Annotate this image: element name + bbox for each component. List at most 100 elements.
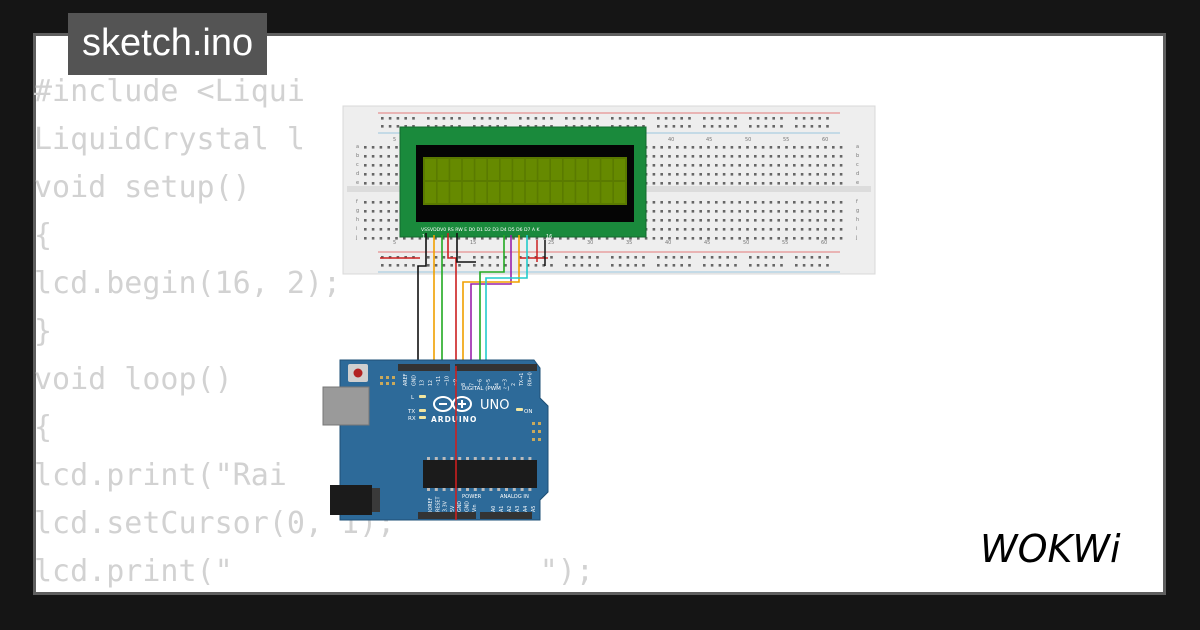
breadboard-hole	[730, 219, 734, 222]
breadboard-hole	[824, 210, 827, 213]
breadboard-hole	[364, 210, 367, 213]
lcd-pin-sixteen: 16	[546, 234, 552, 240]
breadboard-hole	[738, 210, 741, 213]
rail-hole	[664, 117, 668, 120]
breadboard-hole	[777, 173, 780, 176]
col-number: 25	[548, 240, 554, 246]
breadboard-hole	[777, 219, 780, 222]
breadboard-hole	[832, 228, 835, 231]
breadboard-hole	[800, 210, 804, 213]
chip-pin	[473, 457, 477, 460]
breadboard-hole	[590, 237, 593, 240]
breadboard-hole	[691, 237, 695, 240]
breadboard-hole	[395, 237, 398, 240]
analog-label: ANALOG IN	[500, 494, 529, 500]
breadboard-hole	[379, 146, 383, 149]
rail-hole	[458, 117, 461, 120]
rail-hole	[473, 264, 476, 267]
power-pin-label: Vin	[472, 504, 478, 512]
rail-hole	[642, 117, 645, 120]
rail-hole	[450, 125, 453, 128]
arduino-logo-icon	[433, 396, 472, 412]
breadboard-hole	[465, 237, 468, 240]
breadboard-hole	[785, 219, 788, 222]
breadboard-hole	[754, 182, 757, 185]
rail-hole	[802, 125, 806, 128]
breadboard-hole	[761, 210, 765, 213]
file-tab[interactable]: sketch.ino	[68, 13, 268, 75]
breadboard-hole	[660, 201, 663, 204]
breadboard-hole	[793, 201, 796, 204]
row-letter: j	[855, 235, 857, 241]
row-letter: h	[356, 217, 359, 223]
breadboard-hole	[816, 173, 819, 176]
breadboard-hole	[683, 201, 687, 204]
row-letter: h	[856, 217, 859, 223]
breadboard-hole	[660, 237, 663, 240]
chip-pin	[473, 488, 477, 491]
breadboard-hole	[683, 173, 687, 176]
row-letter: j	[355, 235, 357, 241]
breadboard-hole	[730, 146, 734, 149]
rail-hole	[642, 125, 645, 128]
rail-hole	[396, 125, 400, 128]
rail-hole	[772, 117, 775, 120]
frame-bottom	[0, 595, 1200, 630]
rail-hole	[412, 117, 415, 120]
breadboard-hole	[800, 155, 804, 158]
breadboard-hole	[699, 146, 702, 149]
col-number: 50	[745, 137, 751, 143]
breadboard-hole	[652, 237, 656, 240]
breadboard-hole	[769, 182, 773, 185]
rail-hole	[780, 117, 783, 120]
rail-hole	[718, 117, 722, 120]
breadboard-hole	[754, 164, 757, 167]
rail-hole	[672, 256, 676, 259]
wires	[417, 233, 528, 520]
rail-hole	[458, 125, 461, 128]
lcd-cell	[538, 182, 550, 203]
breadboard-hole	[832, 164, 835, 167]
header-pin-label: ~3	[503, 379, 509, 386]
rail-hole	[381, 117, 384, 120]
rail-hole	[434, 256, 438, 259]
breadboard-hole	[715, 164, 718, 167]
chip-pin	[466, 457, 469, 460]
breadboard-hole	[395, 182, 398, 185]
breadboard-hole	[527, 237, 531, 240]
breadboard-hole	[769, 201, 773, 204]
breadboard-hole	[715, 237, 718, 240]
row-letter: e	[856, 180, 859, 186]
rail-hole	[626, 125, 630, 128]
breadboard-hole	[481, 237, 484, 240]
lcd-cell	[425, 182, 436, 203]
breadboard-hole	[738, 219, 741, 222]
header-pin-label: GND	[411, 375, 417, 386]
breadboard-hole	[816, 228, 819, 231]
breadboard-hole	[566, 237, 570, 240]
rail-hole	[534, 264, 538, 267]
rail-hole	[710, 264, 714, 267]
rail-hole	[680, 125, 683, 128]
digital-label: DIGITAL (PWM ~)	[462, 386, 509, 392]
row-letter: b	[356, 153, 359, 159]
breadboard-hole	[839, 182, 843, 185]
breadboard-hole	[722, 155, 726, 158]
rail-hole	[626, 264, 630, 267]
breadboard-hole	[715, 155, 718, 158]
arduino-model: UNO	[480, 398, 509, 413]
breadboard-hole	[800, 201, 804, 204]
rail-hole	[611, 256, 614, 259]
breadboard-hole	[364, 201, 367, 204]
rail-hole	[802, 256, 806, 259]
breadboard-hole	[808, 219, 812, 222]
power-label: POWER	[462, 494, 482, 500]
chip-pin	[520, 488, 524, 491]
breadboard-hole	[754, 228, 757, 231]
breadboard-hole	[676, 219, 679, 222]
rail-hole	[818, 264, 821, 267]
breadboard-hole	[683, 146, 687, 149]
rail-hole	[542, 125, 545, 128]
breadboard-hole	[683, 182, 687, 185]
rail-hole	[427, 264, 430, 267]
